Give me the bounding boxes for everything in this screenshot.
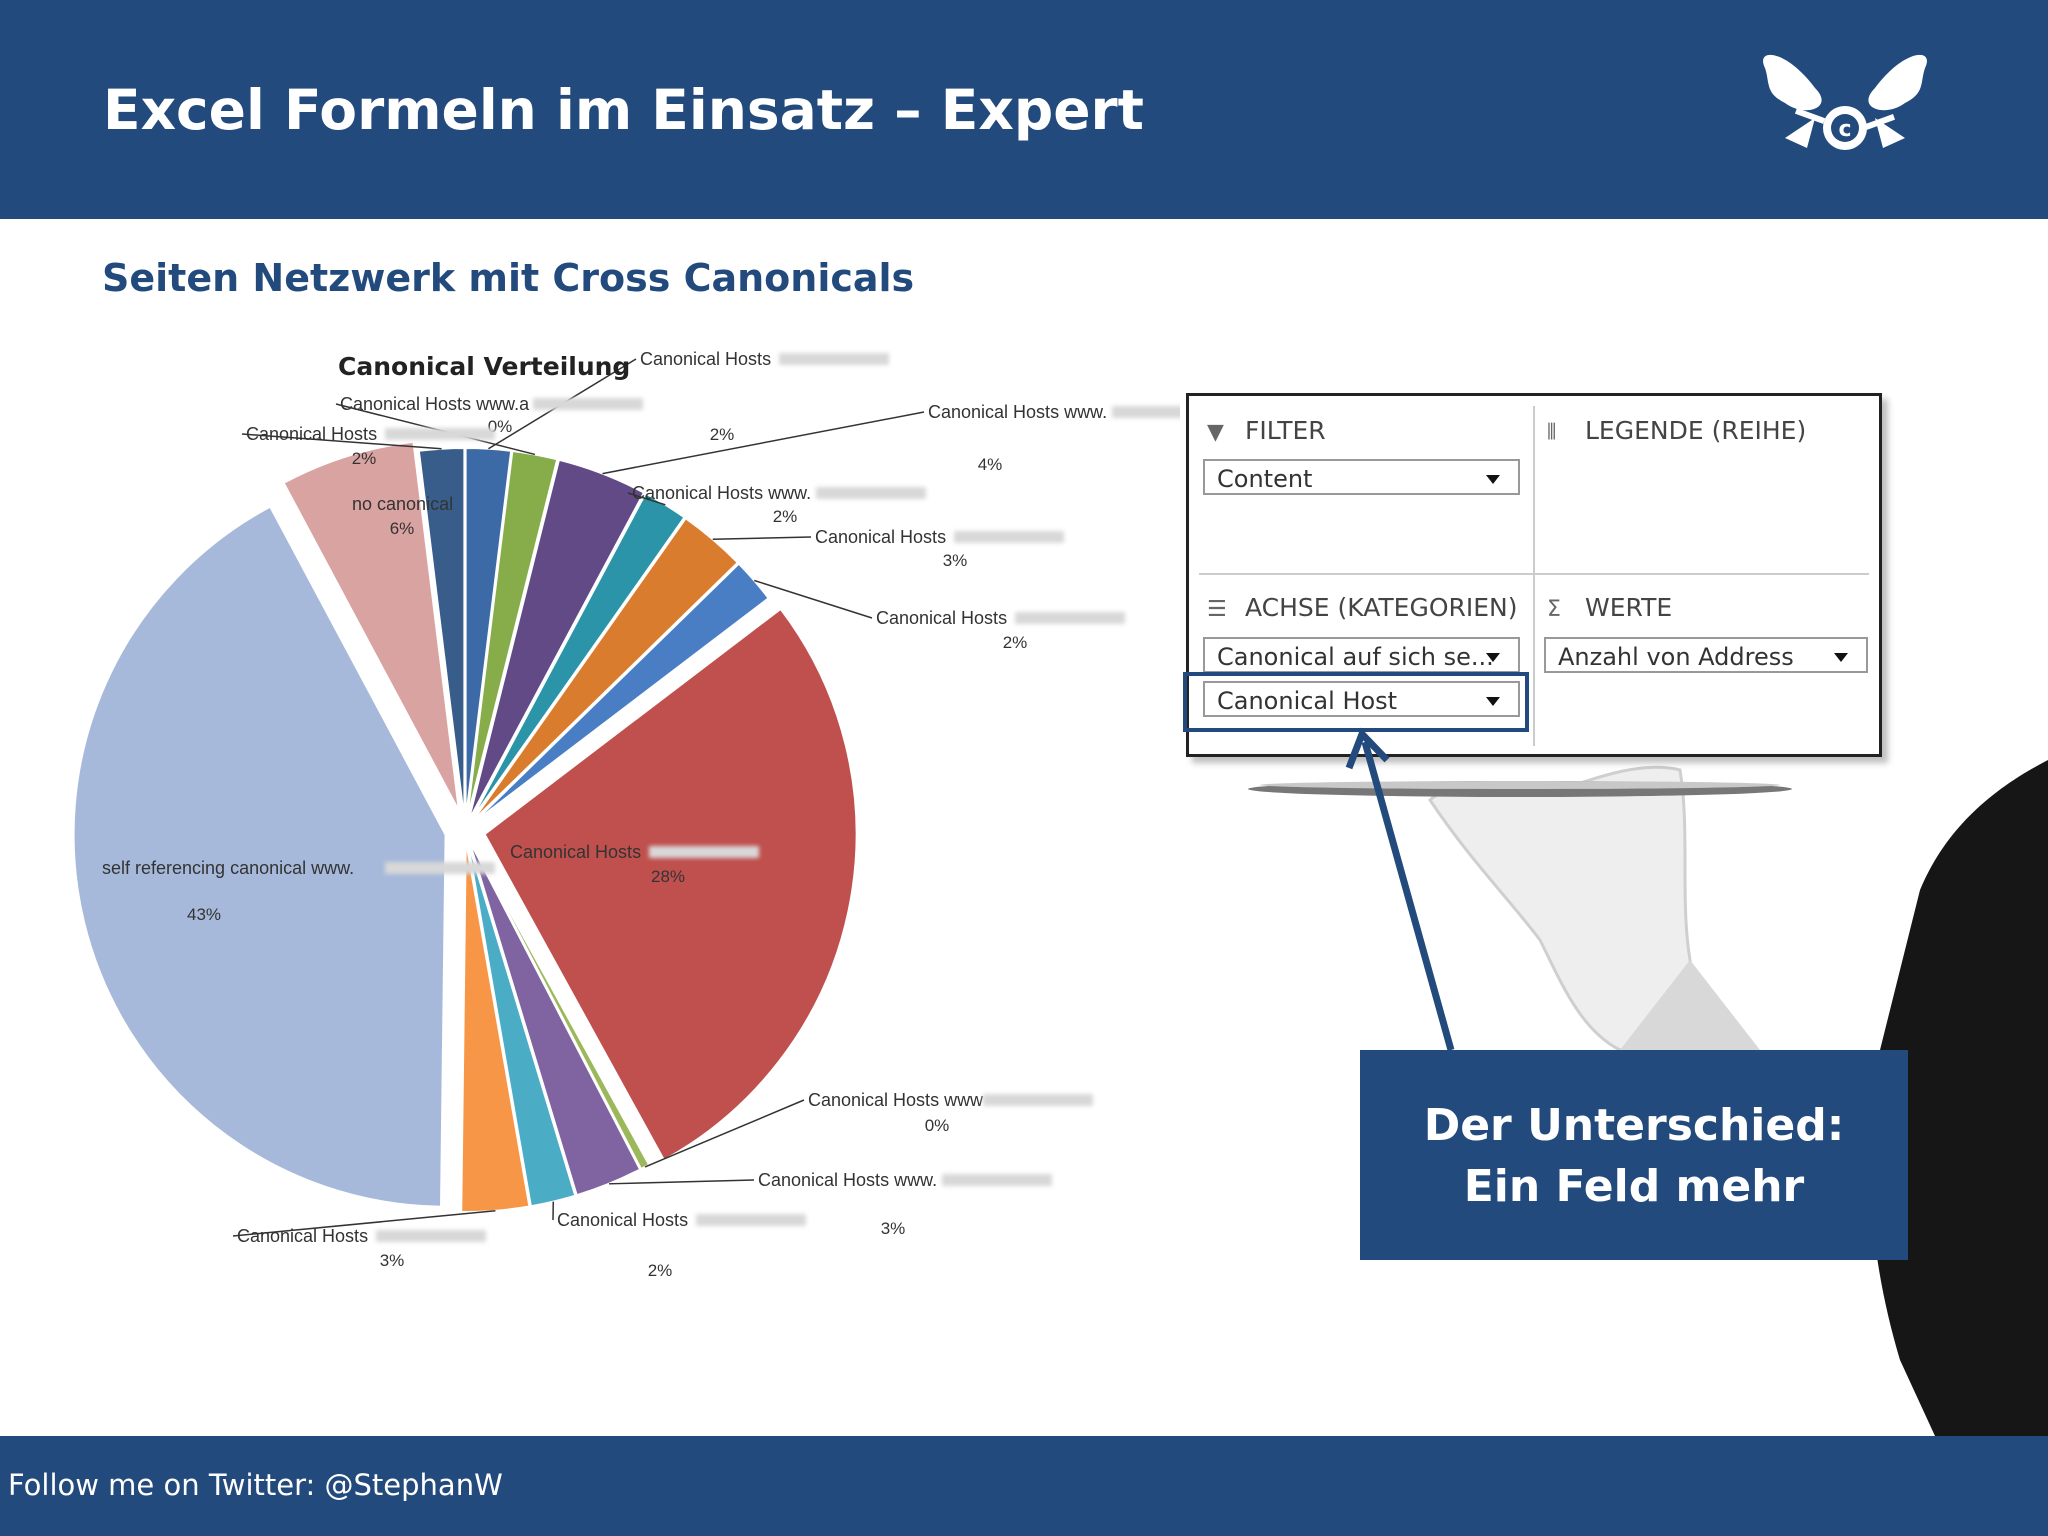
slice-label: Canonical Hosts xyxy=(237,1226,368,1246)
sigma-icon: Σ xyxy=(1547,597,1561,622)
slice-label: Canonical Hosts www. xyxy=(632,483,811,503)
slice-label: Canonical Hosts xyxy=(510,842,641,862)
pivot-divider-horizontal xyxy=(1199,573,1869,575)
pie-slice xyxy=(470,516,740,824)
redacted-host xyxy=(983,1094,1093,1106)
svg-text:c: c xyxy=(1838,117,1851,142)
footer-twitter: Follow me on Twitter: @StephanW xyxy=(8,1468,503,1502)
chart-title: Canonical Verteilung xyxy=(338,352,630,381)
leader-line xyxy=(644,1099,805,1168)
pivot-divider-vertical xyxy=(1533,406,1535,746)
slice-percent: 0% xyxy=(925,1116,950,1135)
redacted-host xyxy=(696,1214,806,1226)
columns-icon: ⫴ xyxy=(1547,420,1557,445)
redacted-host xyxy=(816,487,926,499)
pie-slice xyxy=(467,838,642,1197)
pie-slice xyxy=(417,447,466,821)
callout-line-1: Der Unterschied: xyxy=(1423,1100,1845,1151)
slice-label: Canonical Hosts www. xyxy=(758,1170,937,1190)
slice-label: Canonical Hosts xyxy=(876,608,1007,628)
page-title: Excel Formeln im Einsatz – Expert xyxy=(103,78,1144,142)
redacted-host xyxy=(954,531,1064,543)
chevron-down-icon xyxy=(1834,653,1848,662)
redacted-host xyxy=(385,428,495,440)
slice-percent: 43% xyxy=(187,905,221,924)
pivot-legend-header: ⫴LEGENDE (REIHE) xyxy=(1547,416,1807,445)
slice-label: no canonical xyxy=(352,494,453,514)
slice-percent: 3% xyxy=(380,1251,405,1270)
pivot-field-panel: ▼FILTER Content ⫴LEGENDE (REIHE) ☰ACHSE … xyxy=(1186,393,1882,757)
pie-slice xyxy=(464,447,513,821)
leader-line xyxy=(754,579,873,619)
funnel-icon: ▼ xyxy=(1207,420,1224,445)
pie-slice xyxy=(469,492,686,823)
leader-line xyxy=(608,1179,755,1185)
values-field-dropdown[interactable]: Anzahl von Address xyxy=(1544,637,1868,673)
pie-slice xyxy=(72,505,447,1208)
pivot-filter-header: ▼FILTER xyxy=(1207,416,1326,445)
fly-c-logo-icon: c xyxy=(1763,54,1927,150)
slice-label: Canonical Hosts www.a xyxy=(340,394,530,414)
slice-percent: 2% xyxy=(648,1261,673,1280)
slice-label: Canonical Hosts www xyxy=(808,1090,984,1110)
slice-percent: 2% xyxy=(710,425,735,444)
highlight-box xyxy=(1183,672,1529,732)
pie-slice xyxy=(460,839,531,1213)
axis-field-dropdown-1[interactable]: Canonical auf sich se... xyxy=(1203,637,1520,673)
redacted-host xyxy=(385,862,495,874)
slice-label: Canonical Hosts www. xyxy=(928,402,1107,422)
header-band xyxy=(0,0,2048,219)
redacted-host xyxy=(533,398,643,410)
leader-line xyxy=(627,492,666,506)
slice-percent: 28% xyxy=(651,867,685,886)
slice-percent: 4% xyxy=(978,455,1003,474)
redacted-host xyxy=(376,1230,486,1242)
redacted-host xyxy=(1112,406,1180,418)
pie-slice xyxy=(483,607,858,1162)
axis-field-dropdown-2[interactable]: Canonical Host xyxy=(1203,681,1520,717)
filter-field-dropdown[interactable]: Content xyxy=(1203,459,1520,495)
slice-percent: 2% xyxy=(1003,633,1028,652)
leader-line xyxy=(241,433,442,450)
slice-percent: 6% xyxy=(390,519,415,538)
pie-slice xyxy=(471,562,771,825)
callout-box: Der Unterschied: Ein Feld mehr xyxy=(1360,1050,1908,1260)
slice-percent: 3% xyxy=(943,551,968,570)
slice-label: Canonical Hosts xyxy=(557,1210,688,1230)
slice-label: self referencing canonical www. xyxy=(102,858,354,878)
rows-icon: ☰ xyxy=(1207,597,1227,622)
redacted-host xyxy=(1015,612,1125,624)
slide-subtitle: Seiten Netzwerk mit Cross Canonicals xyxy=(102,256,915,300)
slice-percent: 2% xyxy=(773,507,798,526)
chevron-down-icon xyxy=(1486,697,1500,706)
redacted-host xyxy=(942,1174,1052,1186)
slice-label: Canonical Hosts xyxy=(246,424,377,444)
chevron-down-icon xyxy=(1486,653,1500,662)
leader-line xyxy=(712,536,812,540)
slice-percent: 2% xyxy=(352,449,377,468)
pie-chart: Canonical Hosts 2% Canonical Hosts www.a 0%… xyxy=(72,349,1180,1280)
slice-label: Canonical Hosts xyxy=(640,349,771,369)
chevron-down-icon xyxy=(1486,475,1500,484)
waiter-jacket xyxy=(1869,760,2048,1436)
leader-line xyxy=(232,1210,496,1237)
pivot-axis-header: ☰ACHSE (KATEGORIEN) xyxy=(1207,593,1518,622)
leader-line xyxy=(602,411,925,475)
callout-line-2: Ein Feld mehr xyxy=(1463,1161,1805,1212)
slice-label: Canonical Hosts xyxy=(815,527,946,547)
redacted-host xyxy=(779,353,889,365)
footer-band xyxy=(0,1436,2048,1536)
redacted-host xyxy=(649,846,759,858)
pie-slice xyxy=(282,440,460,812)
slice-percent: 3% xyxy=(881,1219,906,1238)
